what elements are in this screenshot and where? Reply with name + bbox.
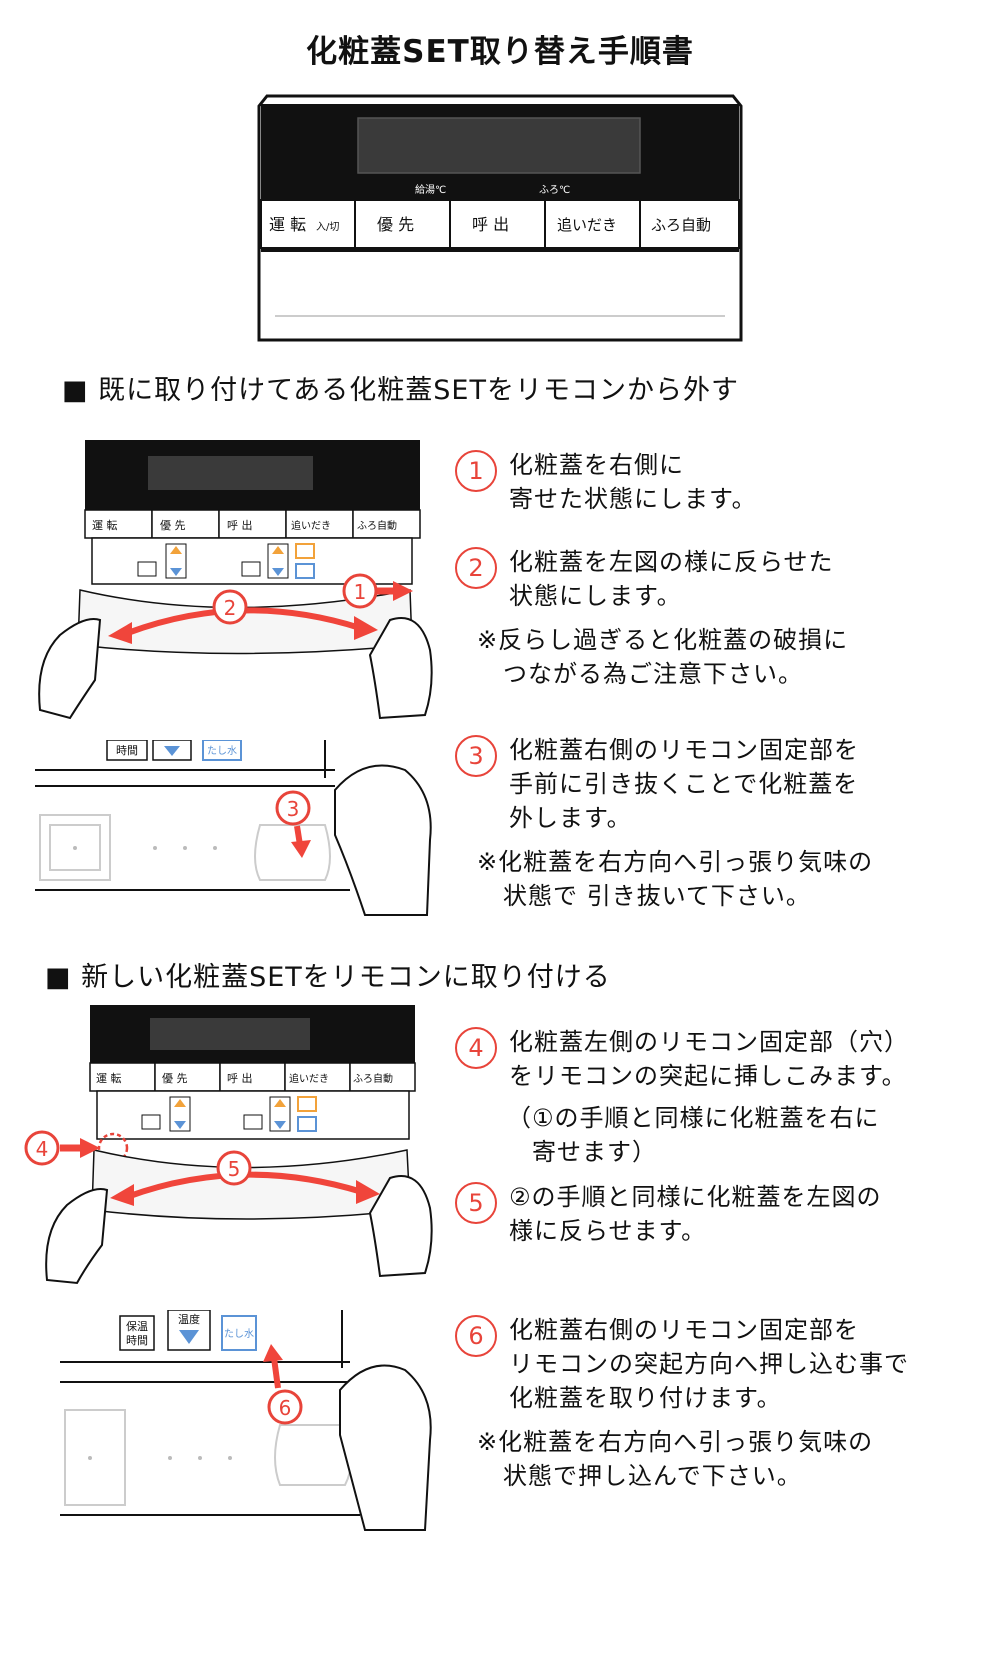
left-hand [38, 618, 102, 720]
mini2-button-yobidashi: 呼 出 [227, 1071, 253, 1085]
step-5: 5 ②の手順と同様に化粧蓋を左図の 様に反らせます。 [455, 1180, 965, 1248]
section-heading-attach: ■ 新しい化粧蓋SETをリモコンに取り付ける [45, 962, 611, 993]
step-1-text: 化粧蓋を右側に 寄せた状態にします。 [509, 451, 757, 513]
illustration-step-3: 時間 たし水 3 [35, 740, 432, 916]
button-yobidashi: 呼 出 [472, 215, 509, 234]
right-hand-2 [368, 1175, 433, 1278]
detail-jikan2: 時間 [126, 1334, 148, 1347]
step-6: 6 化粧蓋右側のリモコン固定部を リモコンの突起方向へ押し込む事で 化粧蓋を取り… [455, 1313, 965, 1493]
mini2-button-furo-jido: ふろ自動 [353, 1072, 393, 1085]
display-screen [357, 117, 641, 174]
step-5-text: ②の手順と同様に化粧蓋を左図の 様に反らせます。 [509, 1183, 882, 1245]
illustration-steps-4-5: 運 転 優 先 呼 出 追いだき ふろ自動 5 4 [24, 1005, 433, 1285]
step-2-text: 化粧蓋を左図の様に反らせた 状態にします。 [509, 548, 834, 610]
step-number-2: 2 [455, 547, 497, 589]
right-hand-pull [334, 764, 432, 916]
step-3-text: 化粧蓋右側のリモコン固定部を 手前に引き抜くことで化粧蓋を 外します。 [509, 736, 859, 832]
mini-button-oidaki: 追いだき [291, 519, 331, 532]
mini-button-yobidashi: 呼 出 [227, 518, 253, 532]
mini-button-unten: 運 転 [92, 519, 118, 532]
step-4: 4 化粧蓋左側のリモコン固定部（穴） をリモコンの突起に挿しこみます。 （①の手… [455, 1025, 965, 1169]
label-furo: ふろ℃ [539, 184, 570, 196]
page-title: 化粧蓋SET取り替え手順書 [306, 34, 694, 70]
badge-6-illus: 6 [279, 1396, 292, 1420]
step-1: 1 化粧蓋を右側に 寄せた状態にします。 [455, 448, 965, 516]
mini-button-furo-jido: ふろ自動 [357, 519, 397, 532]
section-heading-remove: ■ 既に取り付けてある化粧蓋SETをリモコンから外す [62, 375, 739, 406]
step-6-note: ※化粧蓋を右方向へ引っ張り気味の 状態で押し込んで下さい。 [477, 1428, 874, 1490]
step-number-4: 4 [455, 1027, 497, 1069]
step-3-note: ※化粧蓋を右方向へ引っ張り気味の 状態で 引き抜いて下さい。 [477, 848, 874, 910]
step-4-paren: （①の手順と同様に化粧蓋を右に 寄せます） [507, 1104, 880, 1166]
detail-tashimizu: たし水 [207, 745, 237, 757]
badge-3-illus: 3 [287, 797, 300, 821]
button-unten-sub: 入/切 [316, 221, 339, 233]
step-number-3: 3 [455, 735, 497, 777]
button-furo-jido: ふろ自動 [651, 216, 711, 234]
detail-jikan: 時間 [116, 744, 138, 757]
illustration-steps-1-2: 運 転 優 先 呼 出 追いだき ふろ自動 2 1 [38, 440, 433, 720]
step-number-6: 6 [455, 1315, 497, 1357]
detail-hoon: 保温 [126, 1319, 148, 1333]
mini2-button-oidaki: 追いだき [289, 1072, 329, 1085]
badge-2-illus: 2 [224, 596, 237, 620]
step-number-5: 5 [455, 1182, 497, 1224]
step-4-text: 化粧蓋左側のリモコン固定部（穴） をリモコンの突起に挿しこみます。 [509, 1028, 909, 1090]
remote-illustration-top: 給湯℃ ふろ℃ 運 転 入/切 優 先 呼 出 追いだき ふろ自動 [257, 94, 743, 342]
detail-tashimizu-2: たし水 [224, 1328, 254, 1340]
button-oidaki: 追いだき [557, 216, 617, 234]
mini-button-yusen: 優 先 [160, 519, 186, 532]
badge-4-illus: 4 [36, 1137, 49, 1161]
mini2-button-unten: 運 転 [96, 1072, 122, 1085]
step-2: 2 化粧蓋を左図の様に反らせた 状態にします。 ※反らし過ぎると化粧蓋の破損に … [455, 545, 965, 691]
step-number-1: 1 [455, 450, 497, 492]
badge-5-illus: 5 [228, 1157, 241, 1181]
step-3: 3 化粧蓋右側のリモコン固定部を 手前に引き抜くことで化粧蓋を 外します。 ※化… [455, 733, 965, 913]
badge-1-illus: 1 [354, 580, 367, 604]
step-6-text: 化粧蓋右側のリモコン固定部を リモコンの突起方向へ押し込む事で 化粧蓋を取り付け… [509, 1316, 909, 1412]
detail-ondo: 温度 [178, 1312, 200, 1326]
right-hand-push [339, 1364, 432, 1531]
button-unten: 運 転 [269, 215, 306, 234]
right-hand [368, 617, 433, 720]
step-2-note: ※反らし過ぎると化粧蓋の破損に つながる為ご注意下さい。 [477, 626, 849, 688]
button-yusen: 優 先 [377, 215, 414, 234]
left-hand-2 [45, 1188, 109, 1285]
illustration-step-6: 保温 時間 温度 たし水 6 [60, 1310, 432, 1531]
label-kyuto: 給湯℃ [415, 183, 446, 196]
mini2-button-yusen: 優 先 [162, 1072, 188, 1085]
